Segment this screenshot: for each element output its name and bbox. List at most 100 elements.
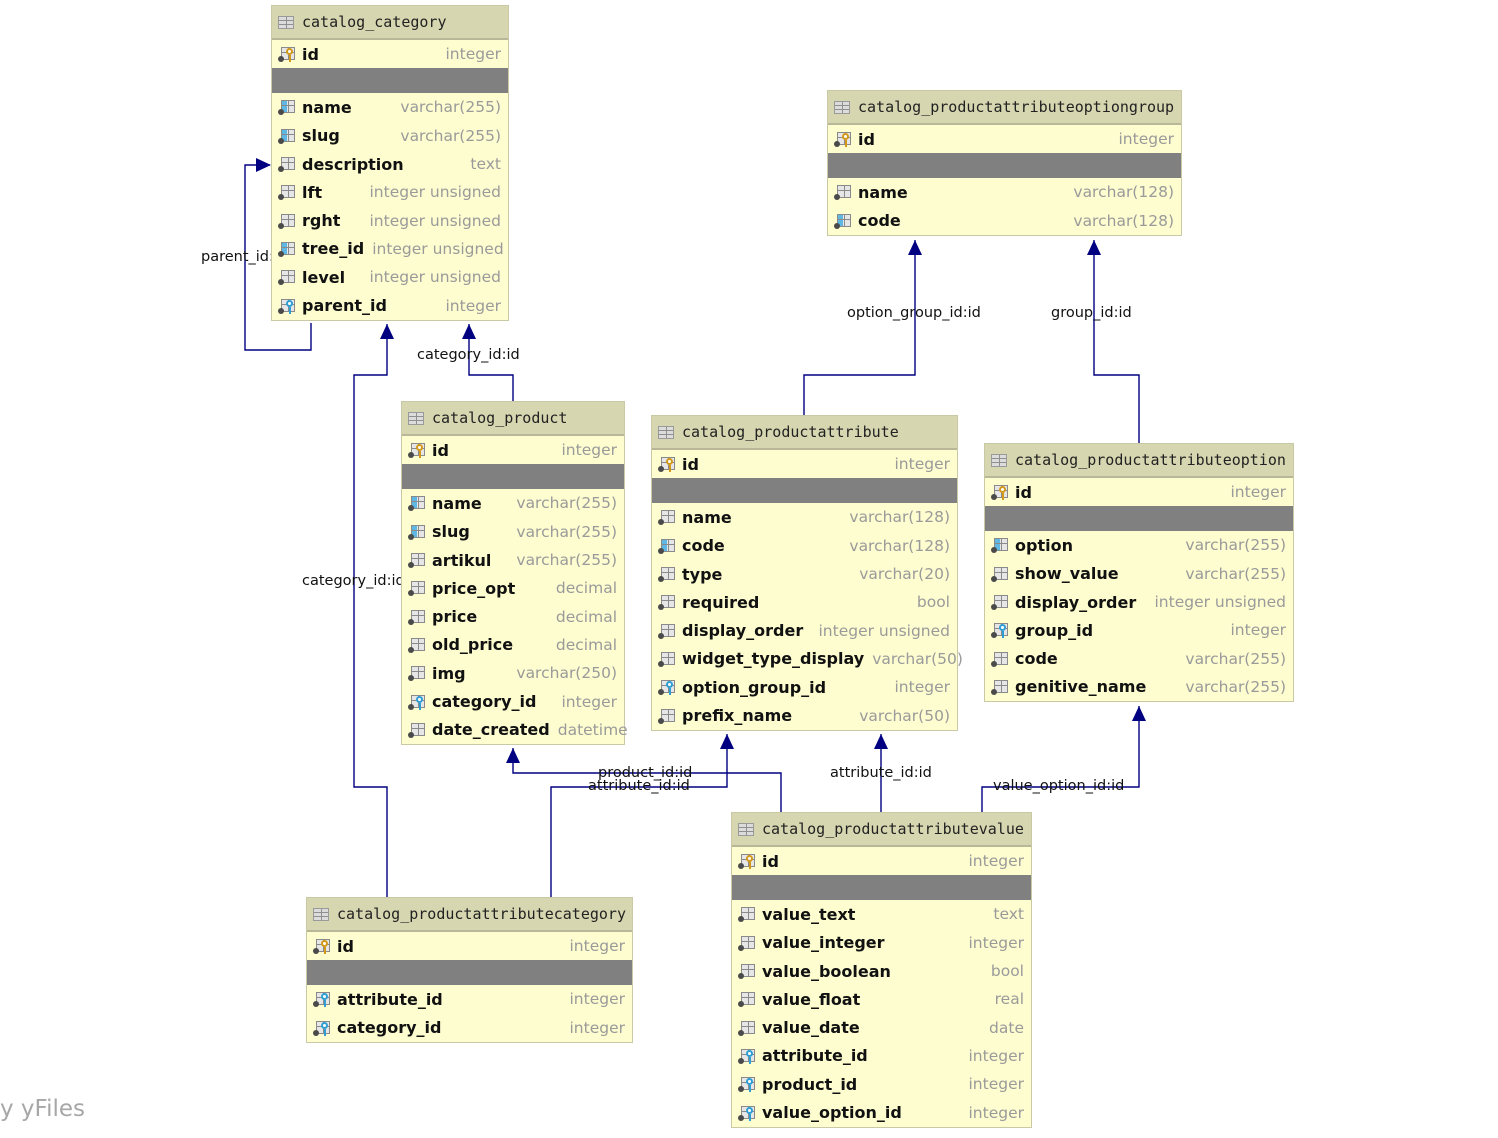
column-name: id bbox=[858, 129, 875, 149]
column-name: genitive_name bbox=[1015, 677, 1147, 697]
primary-key-icon bbox=[991, 484, 1009, 501]
column-type: varchar(250) bbox=[516, 664, 617, 683]
column-type: varchar(255) bbox=[1185, 677, 1286, 696]
label-parent-id: parent_id:id bbox=[201, 249, 288, 265]
grid-glyph bbox=[661, 510, 675, 524]
label-option-group-id: option_group_id:id bbox=[847, 305, 981, 321]
column-dot bbox=[991, 660, 997, 667]
key-glyph bbox=[416, 695, 423, 710]
key-glyph bbox=[321, 1021, 328, 1036]
column-dot bbox=[658, 547, 664, 554]
column-dot bbox=[313, 948, 319, 955]
foreign-key-icon bbox=[278, 298, 296, 314]
edge-option-group bbox=[1093, 240, 1140, 444]
column-row[interactable]: display_order integer unsigned bbox=[652, 616, 957, 644]
grid-glyph bbox=[411, 553, 425, 567]
column-dot bbox=[278, 194, 284, 201]
column-row[interactable]: genitive_name varchar(255) bbox=[985, 673, 1293, 701]
column-type: integer unsigned bbox=[818, 621, 951, 640]
column-type: integer unsigned bbox=[369, 211, 502, 230]
column-icon bbox=[408, 637, 426, 653]
primary-key-icon bbox=[834, 131, 852, 148]
column-icon bbox=[991, 651, 1009, 667]
column-dot bbox=[408, 533, 414, 540]
column-name: value_date bbox=[762, 1018, 860, 1038]
column-row[interactable]: id integer bbox=[828, 125, 1181, 153]
column-type: integer bbox=[569, 937, 626, 956]
column-name: display_order bbox=[682, 621, 804, 641]
column-dot bbox=[658, 632, 664, 639]
primary-key-separator bbox=[652, 478, 957, 504]
grid-glyph bbox=[411, 524, 425, 538]
grid-glyph bbox=[741, 992, 755, 1006]
column-name: code bbox=[1015, 649, 1058, 669]
primary-key-separator bbox=[272, 68, 508, 94]
column-type: integer bbox=[1118, 130, 1175, 149]
key-glyph bbox=[666, 681, 673, 696]
grid-glyph bbox=[411, 637, 425, 651]
column-name: level bbox=[302, 267, 346, 287]
key-glyph bbox=[286, 299, 293, 314]
column-dot bbox=[738, 1114, 744, 1121]
grid-glyph bbox=[837, 213, 851, 227]
grid-glyph bbox=[741, 1020, 755, 1034]
column-name: old_price bbox=[432, 635, 514, 655]
column-name: product_id bbox=[762, 1074, 858, 1094]
column-type: decimal bbox=[555, 579, 617, 598]
